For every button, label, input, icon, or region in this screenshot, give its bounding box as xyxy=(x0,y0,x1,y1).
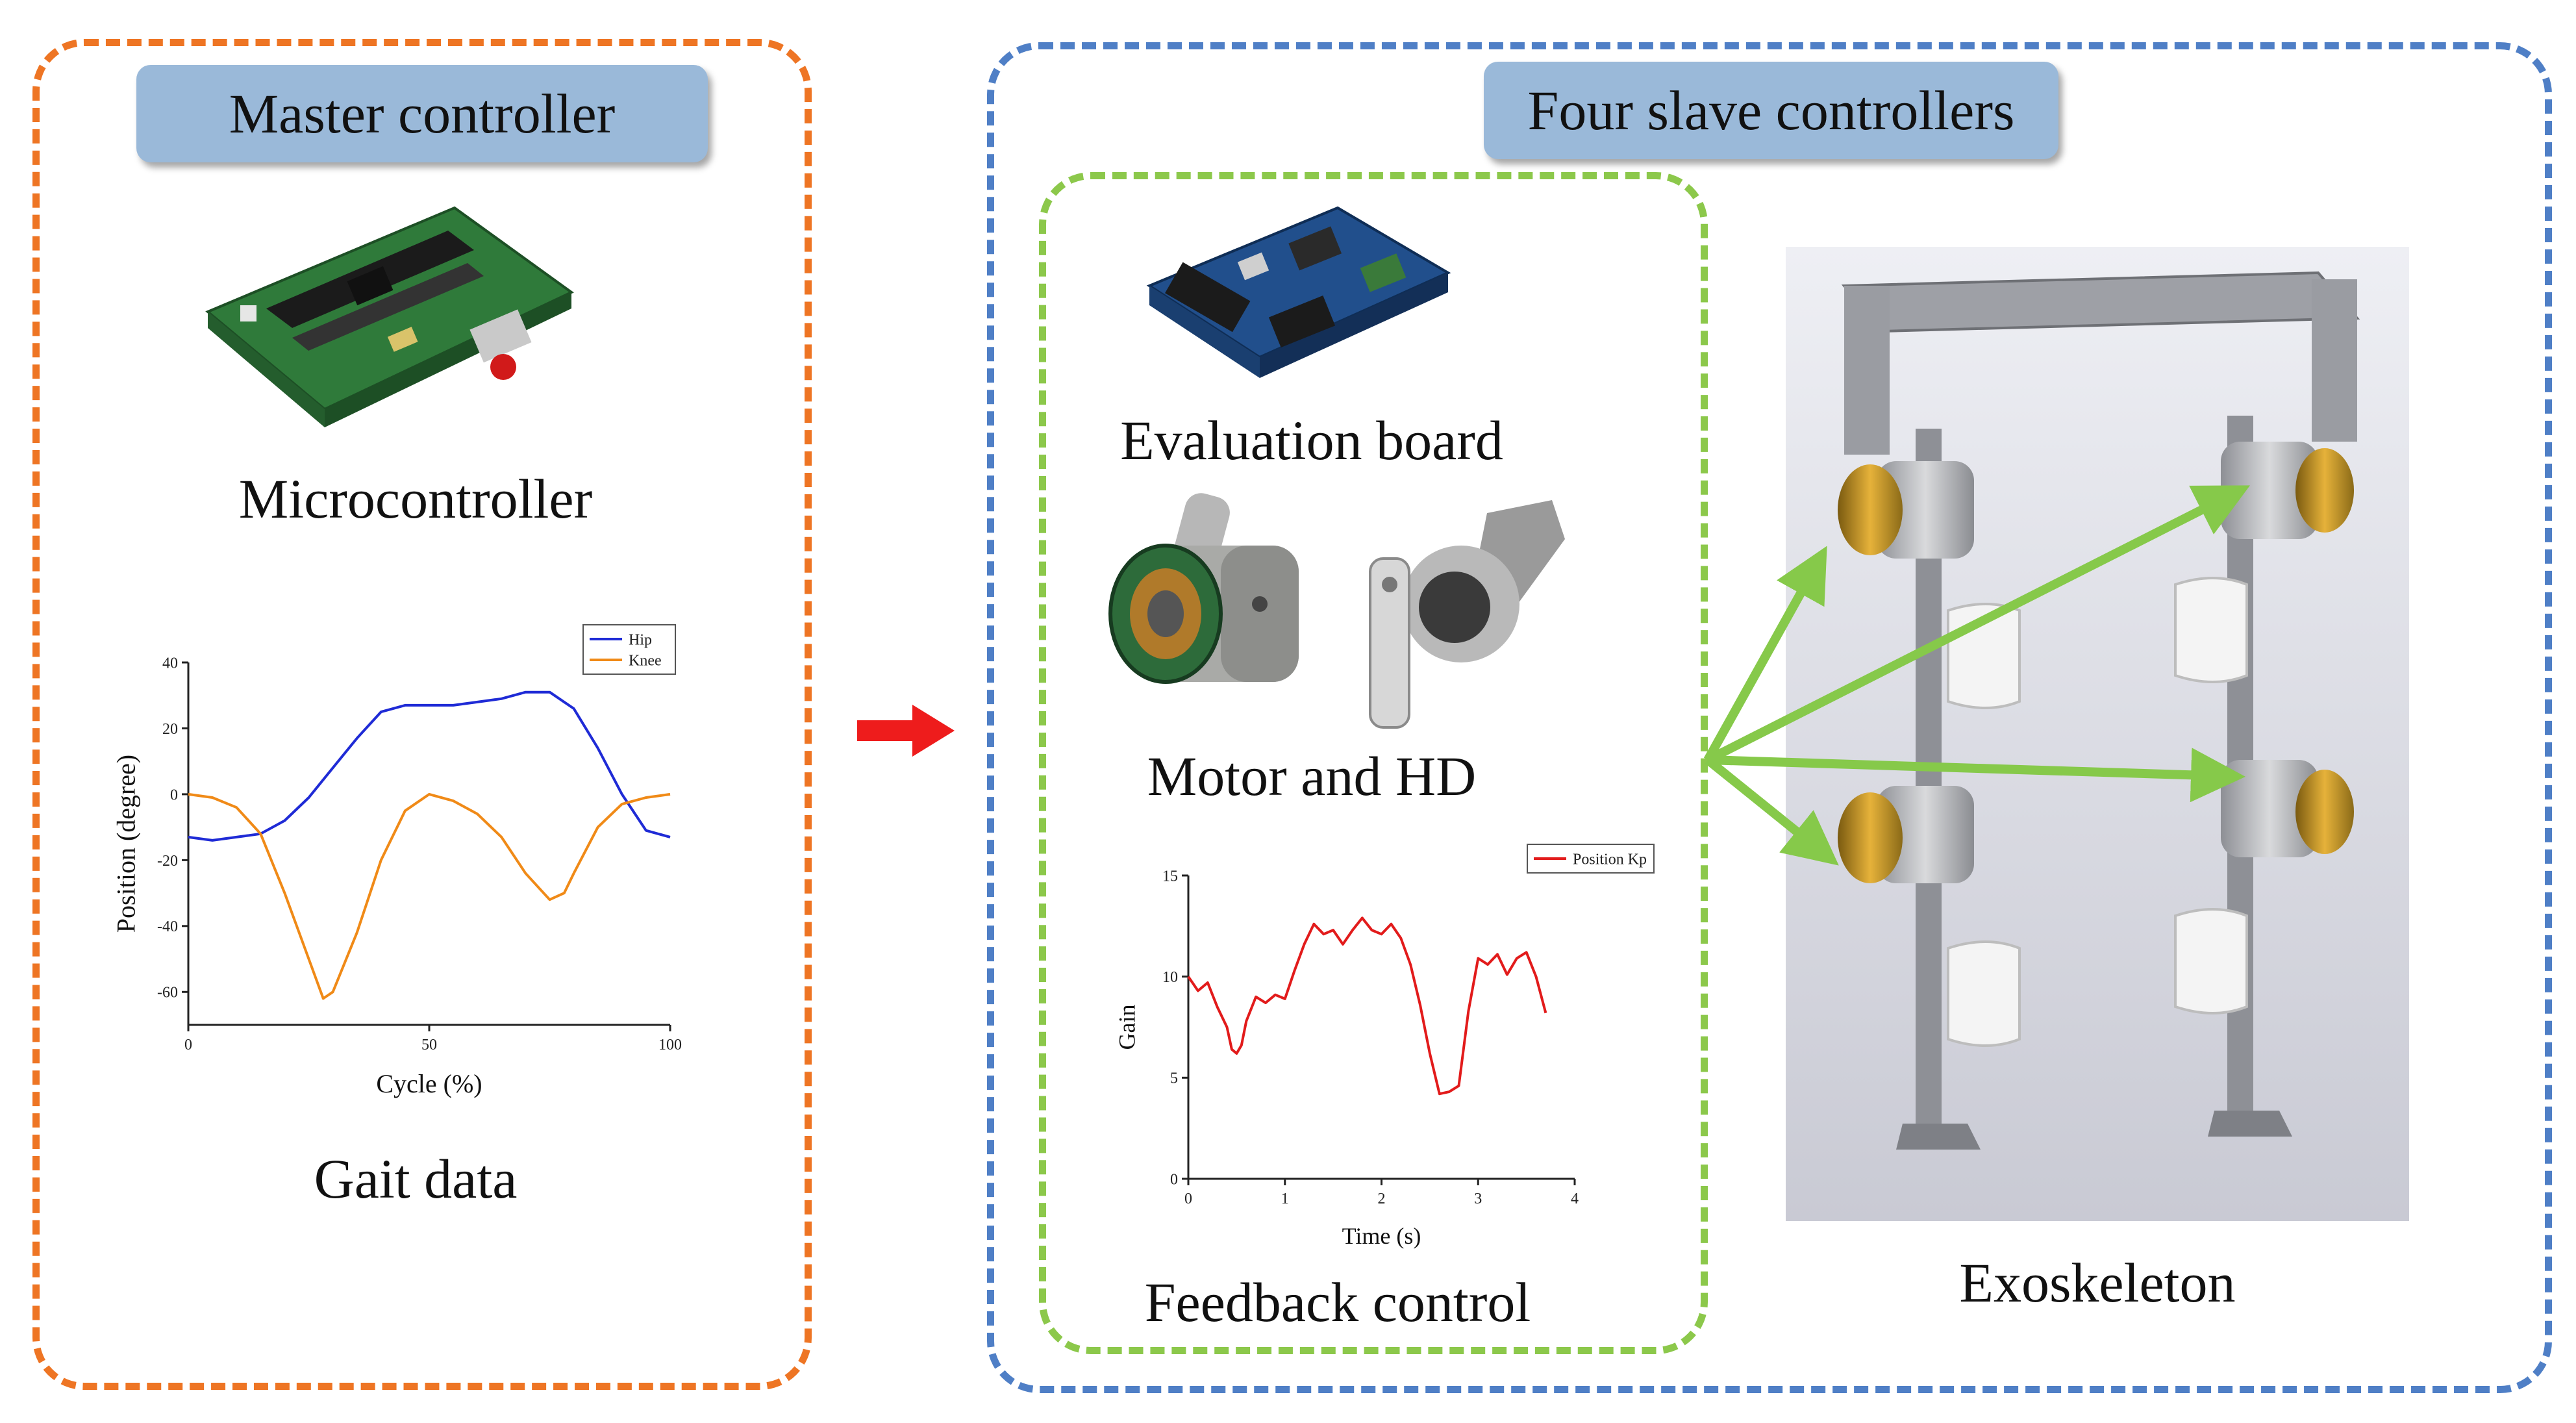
y-axis-label: Position (degree) xyxy=(112,755,141,933)
master-controller-title: Master controller xyxy=(136,65,708,162)
arrow-to-right-hip-icon xyxy=(1705,485,2250,764)
evaluation-board-caption: Evaluation board xyxy=(1120,409,1503,472)
arrow-to-right-knee-icon xyxy=(1707,748,2245,803)
x-tick-label: 0 xyxy=(184,1037,192,1053)
flow-arrow-icon xyxy=(857,705,955,757)
y-tick-label: -60 xyxy=(157,985,178,1001)
gait-data-caption: Gait data xyxy=(314,1148,518,1210)
motor-hd-caption: Motor and HD xyxy=(1147,745,1477,807)
y-tick-label: 5 xyxy=(1170,1070,1178,1087)
x-tick-label: 100 xyxy=(658,1037,682,1053)
legend-box xyxy=(582,624,676,675)
slave-components-panel xyxy=(1039,172,1708,1354)
exoskeleton-image xyxy=(1786,247,2409,1221)
microcontroller-image xyxy=(205,206,574,427)
y-tick-label: 15 xyxy=(1162,868,1178,885)
master-controller-panel xyxy=(32,39,812,1390)
slave-controllers-title: Four slave controllers xyxy=(1484,62,2058,159)
arrow-to-left-knee-icon xyxy=(1705,756,1839,866)
y-tick-label: 0 xyxy=(170,787,178,803)
motor-image xyxy=(1108,493,1299,684)
x-axis-label: Cycle (%) xyxy=(376,1069,482,1098)
series-line-knee xyxy=(188,792,671,1000)
feedback-control-caption: Feedback control xyxy=(1144,1271,1531,1333)
x-tick-label: 50 xyxy=(421,1037,437,1053)
legend-label: Position Kp xyxy=(1573,851,1647,868)
microcontroller-caption: Microcontroller xyxy=(238,468,593,530)
x-tick-label: 1 xyxy=(1281,1190,1289,1207)
x-tick-label: 2 xyxy=(1378,1190,1386,1207)
legend-label: Hip xyxy=(629,631,652,648)
x-tick-label: 3 xyxy=(1474,1190,1482,1207)
slave-controllers-panel xyxy=(987,42,2552,1393)
x-tick-label: 0 xyxy=(1184,1190,1192,1207)
evaluation-board-image xyxy=(1146,206,1451,378)
y-axis-label: Gain xyxy=(1114,1005,1140,1050)
y-tick-label: 0 xyxy=(1170,1171,1178,1188)
legend-label: Knee xyxy=(629,652,662,669)
y-tick-label: -20 xyxy=(157,853,178,870)
y-tick-label: 20 xyxy=(162,721,178,738)
x-tick-label: 4 xyxy=(1571,1190,1579,1207)
y-tick-label: 10 xyxy=(1162,969,1178,986)
harmonic-drive-image xyxy=(1369,500,1565,729)
y-tick-label: -40 xyxy=(157,918,178,935)
x-axis-label: Time (s) xyxy=(1342,1223,1421,1249)
series-line-hip xyxy=(188,690,671,842)
series-line-position-kp xyxy=(1187,916,1547,1096)
exoskeleton-caption: Exoskeleton xyxy=(1959,1252,2236,1314)
arrow-to-left-hip-icon xyxy=(1703,546,1827,762)
y-tick-label: 40 xyxy=(162,655,178,672)
